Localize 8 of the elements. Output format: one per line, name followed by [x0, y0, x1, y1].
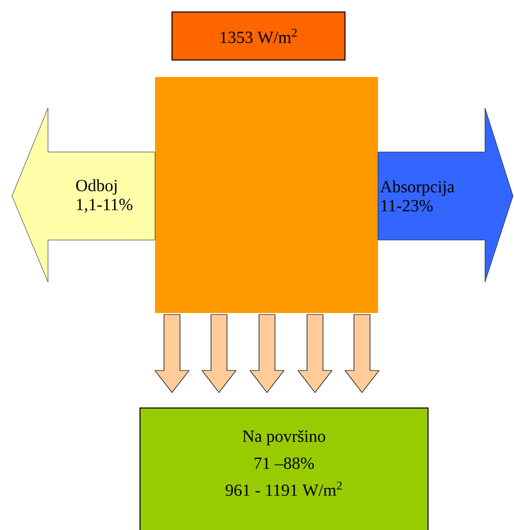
block-arrow [344, 314, 380, 393]
result-box: Na površino 71 –88% 961 - 1191 W/m$^{2}$ [140, 408, 428, 530]
value-box: 1353 W/m$^{2}$ [172, 12, 346, 60]
block-arrow [249, 314, 285, 393]
square-block [155, 77, 378, 313]
block-arrow [297, 314, 333, 393]
block-arrow [201, 314, 237, 393]
block-arrow [154, 314, 190, 393]
